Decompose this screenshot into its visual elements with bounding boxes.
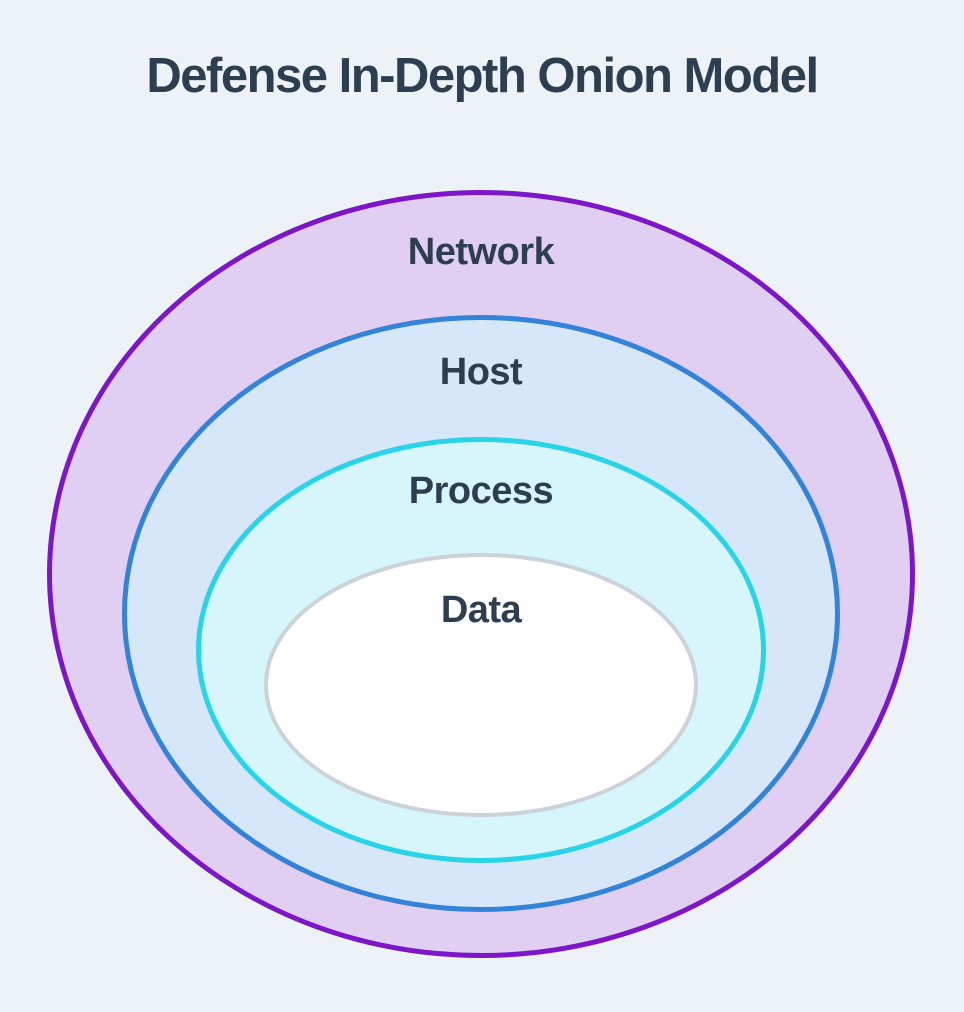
layer-data-label: Data (440, 589, 522, 631)
layer-host-label: Host (439, 351, 523, 393)
page-title: Defense In-Depth Onion Model (146, 49, 819, 103)
layer-process-label: Process (408, 470, 554, 512)
layer-data-ellipse: Data (264, 553, 698, 817)
layer-network-label: Network (407, 231, 555, 273)
